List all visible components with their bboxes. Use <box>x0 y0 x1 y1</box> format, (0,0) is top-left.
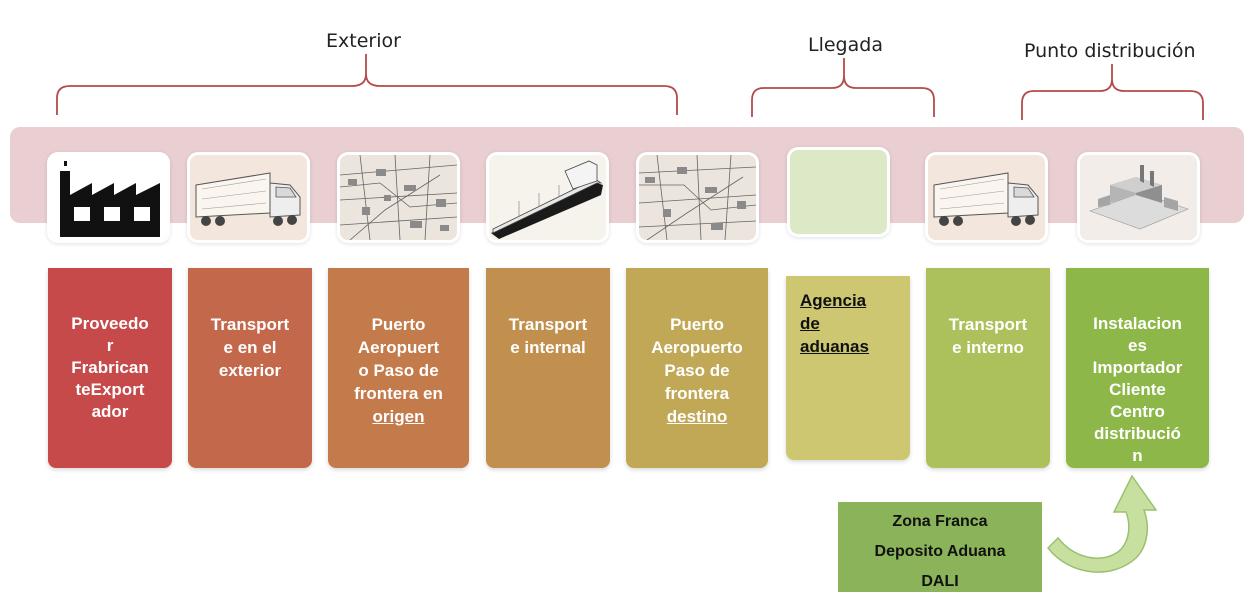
note-line: Deposito Aduana <box>874 543 1006 560</box>
step-box: Transport e internal <box>486 268 610 468</box>
step-label-line: distribució <box>1094 424 1181 443</box>
step-label-line: origen <box>372 407 425 426</box>
step-label-line: Centro <box>1110 402 1165 421</box>
curved-arrow-icon <box>1046 474 1158 573</box>
step-label-line: Transport <box>210 315 290 334</box>
step-label-line: Transport <box>508 315 588 334</box>
note-line: Zona Franca <box>892 513 988 530</box>
step-label-line: es <box>1128 336 1147 355</box>
factory-icon <box>50 155 167 240</box>
step-label-line: n <box>1132 446 1143 465</box>
step-label-line: Aeropuerto <box>651 338 743 357</box>
bracket-exterior <box>56 54 678 115</box>
step-label-line: exterior <box>218 361 282 380</box>
step-label-line: ador <box>91 402 129 421</box>
bracket-llegada <box>751 58 935 117</box>
facility-icon <box>1080 155 1197 240</box>
group-label-exterior: Exterior <box>326 30 401 52</box>
step-label-line: aduanas <box>800 337 869 356</box>
step-box: Transport e interno <box>926 268 1050 468</box>
step-box: Agencia de aduanas <box>786 276 910 460</box>
step-label-line: Proveedo <box>71 314 149 333</box>
step-label-line: destino <box>666 407 728 426</box>
customs-image-placeholder <box>790 150 887 234</box>
step-label-line: teExport <box>75 380 145 399</box>
truck-icon <box>190 155 307 240</box>
step-box: Transport e en el exterior <box>188 268 312 468</box>
truck-icon <box>928 155 1045 240</box>
step-label-line: de <box>800 314 820 333</box>
step-label-line: Frabrican <box>71 358 149 377</box>
step-label-line: Puerto <box>371 315 426 334</box>
port-map-icon <box>340 155 457 240</box>
step-label-line: Transport <box>948 315 1028 334</box>
step-label-line: e internal <box>510 338 586 357</box>
bracket-punto-distribucion <box>1021 64 1204 120</box>
step-label-line: Puerto <box>670 315 724 334</box>
step-label-line: Agencia <box>800 291 867 310</box>
step-label-line: Paso de <box>664 361 730 380</box>
step-label-line: frontera <box>664 384 730 403</box>
ship-icon <box>489 155 606 240</box>
step-label-line: frontera en <box>354 384 443 403</box>
group-label-llegada: Llegada <box>808 34 883 56</box>
step-label-line: e en el <box>223 338 277 357</box>
step-label-line: Cliente <box>1109 380 1166 399</box>
step-label-line: Instalacion <box>1093 314 1182 333</box>
note-line: DALI <box>921 573 959 590</box>
step-label-line: Importador <box>1092 358 1183 377</box>
step-label-line: Aeropuert <box>357 338 440 357</box>
group-label-punto-distribucion: Punto distribución <box>1024 40 1196 62</box>
group-brackets <box>56 54 1204 120</box>
step-label-line: r <box>106 336 114 355</box>
step-label-line: o Paso de <box>358 361 439 380</box>
port-map-icon <box>639 155 756 240</box>
step-label-line: e interno <box>952 338 1024 357</box>
